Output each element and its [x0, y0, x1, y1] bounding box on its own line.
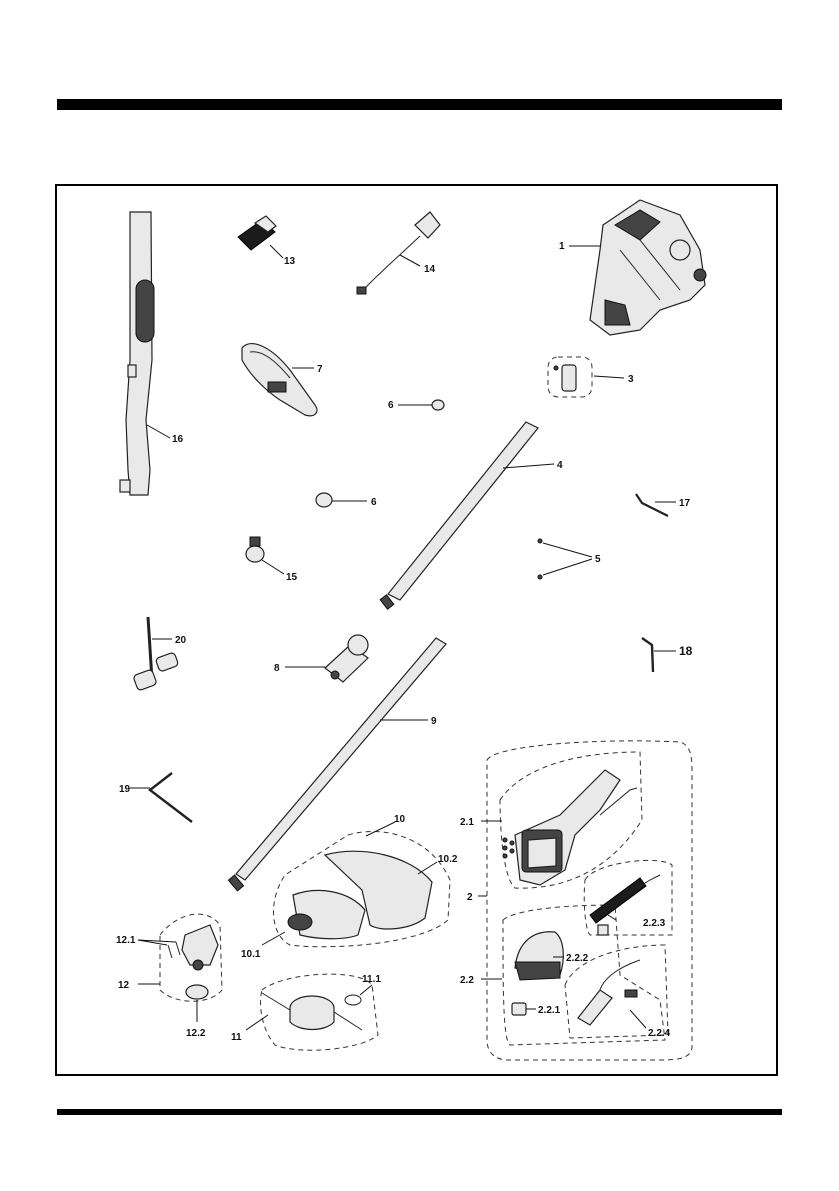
label-11-1: 11.1 [362, 974, 381, 985]
part-13-connector-block [238, 216, 283, 258]
label-15: 15 [286, 572, 298, 583]
label-7: 7 [317, 364, 323, 375]
label-2-2-1: 2.2.1 [538, 1005, 561, 1016]
part-1-motor-housing [569, 200, 706, 335]
label-2-2: 2.2 [460, 975, 474, 986]
part-11-trimmer-head-group [246, 974, 378, 1050]
part-3-sleeve-pin [548, 357, 624, 397]
part-8-coupler [285, 635, 368, 682]
label-16: 16 [172, 434, 184, 445]
label-19: 19 [119, 784, 131, 795]
label-12-1: 12.1 [116, 935, 136, 946]
part-16-handle-shaft [120, 212, 170, 495]
label-11: 11 [231, 1032, 242, 1043]
label-20: 20 [175, 635, 187, 646]
part-2-rear-handle-group [478, 741, 692, 1060]
label-17: 17 [679, 498, 691, 509]
part-19-l-key [130, 773, 192, 822]
label-18: 18 [679, 644, 693, 658]
label-2-1: 2.1 [460, 817, 474, 828]
label-2-2-4: 2.2.4 [648, 1028, 671, 1039]
label-8: 8 [274, 663, 280, 674]
part-17-hex-key [636, 494, 676, 516]
part-5-screws [538, 539, 592, 579]
label-5: 5 [595, 554, 601, 565]
label-2-2-2: 2.2.2 [566, 953, 589, 964]
label-3: 3 [628, 374, 634, 385]
part-6-ring-lower [316, 493, 367, 507]
part-10-guard-group [262, 822, 450, 947]
label-6-lower: 6 [371, 497, 377, 508]
part-14-cable-plug [357, 212, 440, 294]
label-13: 13 [284, 256, 296, 267]
label-1: 1 [559, 241, 565, 252]
part-20-tool-wrench [133, 617, 179, 691]
part-7-front-handle [242, 344, 317, 416]
label-12-2: 12.2 [186, 1028, 206, 1039]
label-10: 10 [394, 814, 406, 825]
label-12: 12 [118, 980, 130, 991]
part-18-hex-key-large [642, 638, 676, 672]
part-4-upper-shaft [380, 422, 554, 609]
part-15-clamp [246, 537, 284, 574]
label-9: 9 [431, 716, 437, 727]
label-2-2-3: 2.2.3 [643, 918, 666, 929]
label-14: 14 [424, 264, 436, 275]
label-2: 2 [467, 892, 473, 903]
label-4: 4 [557, 460, 563, 471]
label-6-upper: 6 [388, 400, 394, 411]
label-10-1: 10.1 [241, 949, 261, 960]
label-10-2: 10.2 [438, 854, 458, 865]
part-12-gear-head-group [138, 914, 222, 1022]
part-6-ring-upper [398, 400, 444, 410]
